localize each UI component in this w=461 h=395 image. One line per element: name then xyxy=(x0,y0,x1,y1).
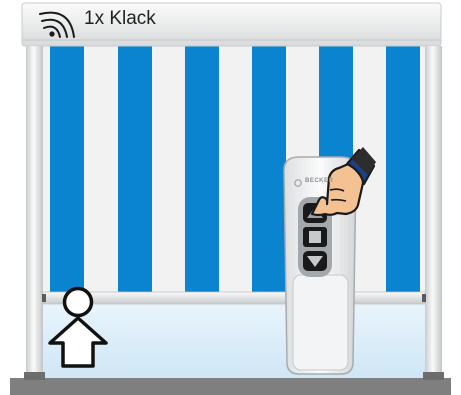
remote-brand: BECKER xyxy=(305,178,333,184)
header-label: 1x Klack xyxy=(84,8,156,30)
floor xyxy=(10,378,451,395)
left-post xyxy=(26,46,43,378)
stop-icon[interactable] xyxy=(303,227,327,247)
right-post xyxy=(425,46,442,378)
load-bar xyxy=(43,292,425,304)
arrow-down-icon[interactable] xyxy=(303,251,327,271)
